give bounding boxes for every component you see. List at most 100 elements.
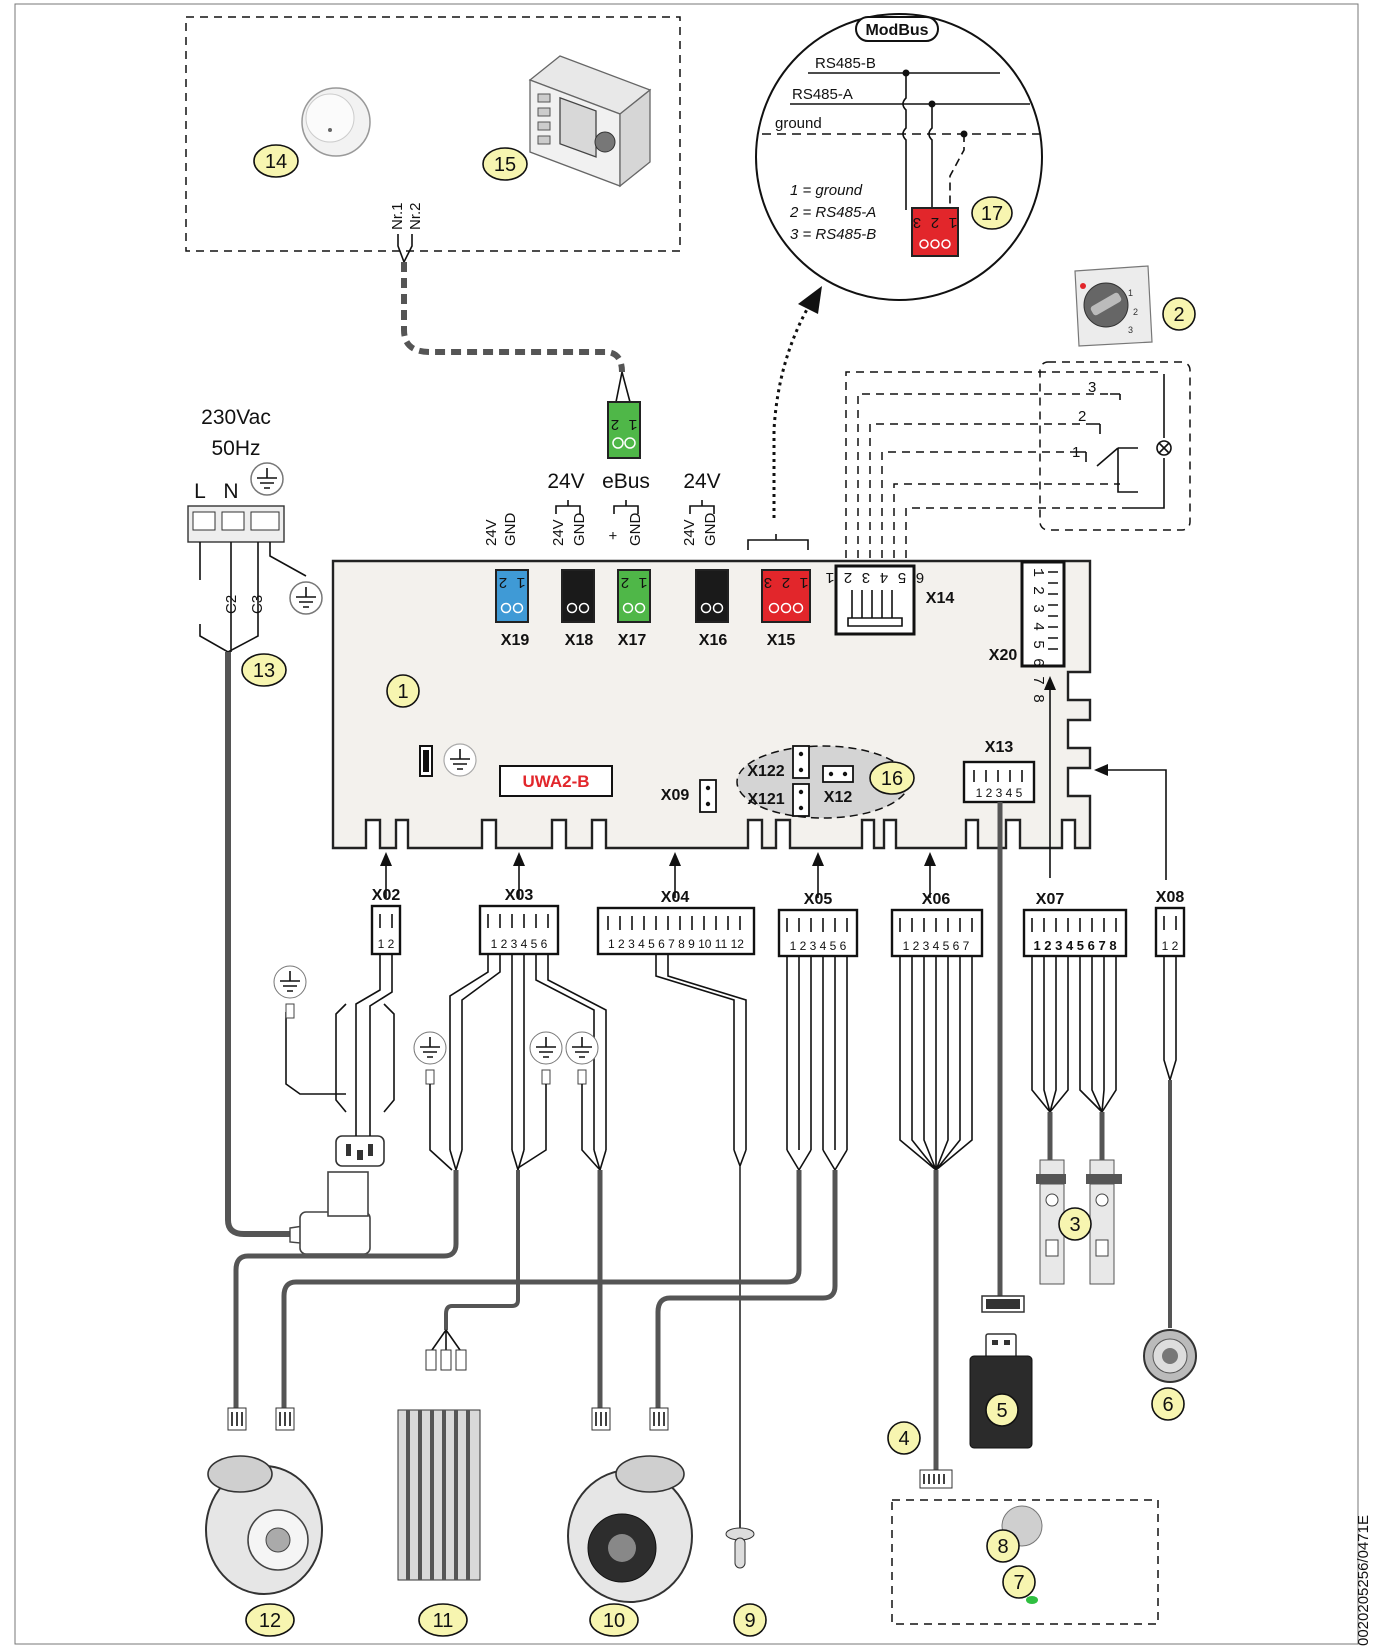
jumpers-area-16: X122 X121 X12 [736, 745, 910, 819]
frequency-label: 50Hz [211, 437, 260, 460]
temperature-sensor-9-icon [725, 1510, 755, 1569]
svg-text:3: 3 [1088, 379, 1096, 396]
svg-text:1 2 3: 1 2 3 [912, 213, 957, 230]
svg-text:1: 1 [1128, 288, 1133, 298]
ground-symbol-mains [289, 581, 323, 615]
connector-X15[interactable]: 1 2 3 X15 [761, 569, 811, 649]
svg-text:1 2: 1 2 [610, 415, 637, 432]
room-units-box: Nr.1 Nr.2 [185, 16, 681, 263]
svg-text:8: 8 [997, 1536, 1008, 1558]
connector-X20[interactable]: 1 2 3 4 5 6 7 8 X20 [989, 560, 1066, 703]
legend-1: 1 = ground [790, 182, 863, 199]
svg-text:6: 6 [1162, 1394, 1173, 1416]
svg-text:X03: X03 [505, 887, 534, 904]
connector-X17[interactable]: 1 2 X17 [617, 569, 651, 649]
cable-fan12-a [233, 1170, 459, 1410]
callout-4: 4 [887, 1421, 921, 1455]
connector-X04[interactable]: X04 1 2 3 4 5 6 7 8 9 10 11 12 [596, 889, 756, 956]
svg-text:16: 16 [881, 768, 903, 790]
connector-X08[interactable]: X08 1 2 [1154, 889, 1186, 958]
board-ground-terminal [419, 743, 477, 777]
callout-7: 7 [1002, 1565, 1036, 1599]
modbus-title: ModBus [865, 22, 928, 39]
jumper-X09[interactable]: X09 [661, 779, 717, 813]
svg-text:UWA2-B: UWA2-B [522, 772, 589, 791]
callout-14: 14 [253, 144, 299, 178]
callout-6: 6 [1151, 1387, 1185, 1421]
connector-X07[interactable]: X07 1 2 3 4 5 6 7 8 [1022, 891, 1128, 958]
connector-X03[interactable]: X03 1 2 3 4 5 6 [478, 887, 560, 956]
svg-text:15: 15 [494, 154, 516, 176]
svg-text:X08: X08 [1156, 889, 1185, 906]
legend-2: 2 = RS485-A [789, 204, 876, 221]
svg-text:2: 2 [1078, 408, 1086, 425]
connector-X06[interactable]: X06 1 2 3 4 5 6 7 [890, 891, 984, 958]
connector-X14[interactable]: 6 5 4 3 2 1 X14 [825, 564, 955, 636]
svg-text:1 2 3 4 5 6 7 8 9 10 11 12: 1 2 3 4 5 6 7 8 9 10 11 12 [608, 937, 744, 951]
airflow-sensors-icon [1036, 1159, 1122, 1285]
ground-symbol-top [250, 462, 284, 496]
callout-16: 16 [869, 761, 915, 795]
board-type-label: UWA2-B [499, 765, 613, 797]
svg-text:1 2: 1 2 [1162, 939, 1179, 953]
nr1-label: Nr.1 [389, 202, 406, 230]
svg-text:GND: GND [702, 513, 719, 547]
svg-text:1: 1 [1072, 444, 1080, 461]
svg-text:1 2: 1 2 [498, 573, 525, 590]
modbus-plug-red: 1 2 3 [911, 207, 959, 257]
svg-text:3: 3 [1128, 325, 1133, 335]
connector-X02[interactable]: X02 1 2 [370, 887, 402, 956]
svg-text:1 2: 1 2 [378, 937, 395, 951]
svg-text:5: 5 [996, 1400, 1007, 1422]
fan-12-icon [205, 1455, 323, 1595]
x08-wires [1163, 956, 1177, 1328]
svg-text:3: 3 [1069, 1214, 1080, 1236]
connector-X05[interactable]: X05 1 2 3 4 5 6 [777, 891, 859, 958]
usb-port-cable [981, 802, 1025, 1313]
x02-wires [273, 954, 395, 1167]
svg-text:17: 17 [981, 203, 1003, 225]
svg-text:2: 2 [1173, 304, 1184, 326]
svg-text:24V: 24V [681, 519, 698, 546]
ebus-cable [401, 262, 625, 373]
x06-wires [899, 956, 973, 1489]
svg-text:X04: X04 [661, 889, 690, 906]
voltage-label: 230Vac [201, 406, 271, 429]
room-controller-icon [528, 55, 652, 188]
svg-text:1 2 3 4 5 6 7 8: 1 2 3 4 5 6 7 8 [1033, 938, 1116, 953]
callout-5: 5 [985, 1393, 1019, 1427]
svg-text:GND: GND [502, 513, 519, 547]
iec-socket-icon [335, 1135, 385, 1167]
svg-text:X17: X17 [618, 632, 647, 649]
svg-text:X121: X121 [747, 791, 784, 808]
svg-text:6 5 4 3 2 1: 6 5 4 3 2 1 [825, 568, 924, 585]
svg-text:1: 1 [397, 681, 408, 703]
svg-text:10: 10 [603, 1610, 625, 1632]
x07-wires [1031, 956, 1117, 1170]
connector-X16[interactable]: X16 [695, 569, 729, 649]
svg-text:2: 2 [1133, 307, 1138, 317]
svg-text:GND: GND [571, 513, 588, 547]
svg-text:X18: X18 [565, 632, 594, 649]
callout-15: 15 [482, 147, 528, 181]
top-pin-labels: 24V GND 24V GND + GND 24V GND 24V eBus 2… [483, 470, 809, 550]
svg-text:GND: GND [627, 513, 644, 547]
terminal-N-label: N [223, 480, 238, 503]
svg-text:X16: X16 [699, 632, 728, 649]
svg-text:X122: X122 [747, 763, 784, 780]
cable-fan10-b [655, 1170, 838, 1410]
ebus-label: eBus [602, 470, 650, 493]
mains-cable [225, 652, 290, 1237]
svg-text:1 2 3 4 5: 1 2 3 4 5 [976, 786, 1023, 800]
pressure-sensor-icon [1143, 1329, 1197, 1383]
svg-text:X06: X06 [922, 891, 951, 908]
svg-text:X14: X14 [926, 590, 955, 607]
connector-X18[interactable]: X18 [561, 569, 595, 649]
svg-text:1 2 3 4 5 6 7 8: 1 2 3 4 5 6 7 8 [1029, 568, 1046, 703]
connector-X19[interactable]: 1 2 X19 [495, 569, 529, 649]
svg-text:X09: X09 [661, 787, 690, 804]
svg-text:X13: X13 [985, 739, 1014, 756]
svg-text:X02: X02 [372, 887, 401, 904]
fan-10-icon [567, 1455, 693, 1603]
